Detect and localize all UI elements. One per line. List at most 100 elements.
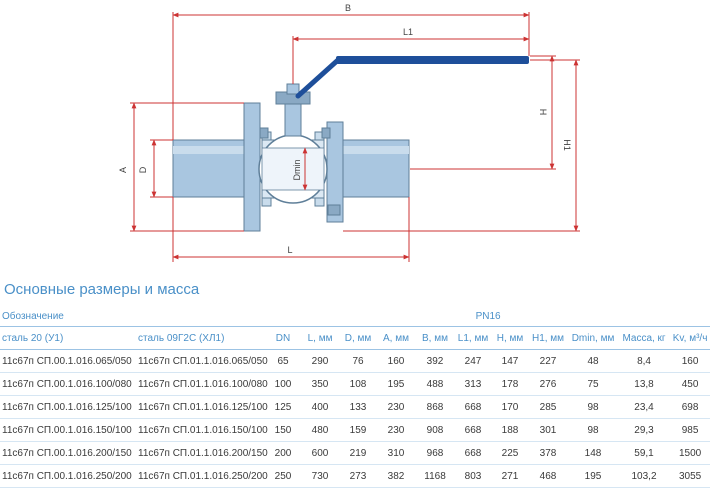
cell-d: 108 [340, 372, 377, 396]
cell-h1: 276 [528, 372, 569, 396]
bolt-top-left [259, 127, 269, 139]
cell-d: 159 [340, 418, 377, 442]
cell-h: 170 [492, 395, 529, 419]
cell-steel20: 11с67п СП.00.1.016.200/150 [0, 441, 136, 465]
cell-dmin: 98 [568, 395, 619, 419]
cell-kv: 698 [670, 395, 710, 419]
cell-mass: 103,2 [618, 464, 671, 488]
cell-a: 160 [376, 349, 417, 373]
label-B: B [345, 3, 351, 13]
cell-h1: 285 [528, 395, 569, 419]
label-D: D [138, 166, 148, 173]
cell-b: 968 [416, 441, 455, 465]
cell-h1: 468 [528, 464, 569, 488]
label-A: A [118, 167, 128, 173]
cell-mass: 13,8 [618, 372, 671, 396]
stem [284, 99, 302, 137]
cell-mass: 59,1 [618, 441, 671, 465]
cell-dmin: 48 [568, 349, 619, 373]
cell-h1: 301 [528, 418, 569, 442]
valve-body [172, 56, 529, 232]
cell-b: 392 [416, 349, 455, 373]
cell-dmin: 75 [568, 372, 619, 396]
cell-mass: 29,3 [618, 418, 671, 442]
cell-l1: 803 [454, 464, 493, 488]
header-row-top: Обозначение PN16 [0, 306, 710, 327]
handle-grip [336, 56, 529, 64]
cell-mass: 23,4 [618, 395, 671, 419]
cell-kv: 985 [670, 418, 710, 442]
cell-d: 76 [340, 349, 377, 373]
cell-d: 219 [340, 441, 377, 465]
cell-dn: 125 [266, 395, 301, 419]
cell-steel20: 11с67п СП.00.1.016.100/080 [0, 372, 136, 396]
left-pipe-highlight [173, 146, 253, 154]
cell-l: 350 [300, 372, 341, 396]
header-l1: L1, мм [454, 326, 493, 350]
header-pn: PN16 [266, 306, 710, 327]
cell-dmin: 195 [568, 464, 619, 488]
label-Dmin: Dmin [292, 159, 302, 180]
cell-dn: 150 [266, 418, 301, 442]
cell-l: 290 [300, 349, 341, 373]
valve-drawing: B L1 H H1 A D Dmin L [118, 3, 580, 262]
right-pipe-highlight [332, 146, 409, 154]
header-b: В, мм [416, 326, 455, 350]
cell-d: 133 [340, 395, 377, 419]
cell-l1: 247 [454, 349, 493, 373]
cell-kv: 1500 [670, 441, 710, 465]
header-dmin: Dmin, мм [568, 326, 619, 350]
cell-steel09g2s: 11с67п СП.01.1.016.125/100 [136, 395, 268, 419]
cell-steel09g2s: 11с67п СП.01.1.016.150/100 [136, 418, 268, 442]
cell-b: 488 [416, 372, 455, 396]
cell-l: 400 [300, 395, 341, 419]
cell-steel09g2s: 11с67п СП.01.1.016.100/080 [136, 372, 268, 396]
cell-h1: 227 [528, 349, 569, 373]
cell-steel09g2s: 11с67п СП.01.1.016.250/200 [136, 464, 268, 488]
cell-kv: 160 [670, 349, 710, 373]
cell-dn: 200 [266, 441, 301, 465]
cell-dn: 250 [266, 464, 301, 488]
cell-b: 908 [416, 418, 455, 442]
cell-a: 230 [376, 395, 417, 419]
cell-b: 1168 [416, 464, 455, 488]
handle-arm [295, 57, 341, 99]
left-flange [243, 102, 261, 232]
label-L1: L1 [403, 27, 413, 37]
cell-kv: 450 [670, 372, 710, 396]
cell-l: 600 [300, 441, 341, 465]
cell-a: 382 [376, 464, 417, 488]
cell-mass: 8,4 [618, 349, 671, 373]
bolt-top-right [321, 127, 331, 139]
header-l: L, мм [300, 326, 341, 350]
header-kv: Kv, м³/ч [670, 326, 710, 350]
spec-table: Обозначение PN16 сталь 20 (У1)сталь 09Г2… [0, 306, 710, 488]
cell-l: 730 [300, 464, 341, 488]
cell-h: 178 [492, 372, 529, 396]
cell-kv: 3055 [670, 464, 710, 488]
header-mass: Масса, кг [618, 326, 671, 350]
bolt-bottom-right [327, 204, 341, 216]
cell-dn: 100 [266, 372, 301, 396]
cell-a: 310 [376, 441, 417, 465]
ball-bore [261, 147, 325, 191]
header-dn: DN [266, 326, 301, 350]
label-H1: H1 [562, 139, 572, 151]
cell-steel20: 11с67п СП.00.1.016.125/100 [0, 395, 136, 419]
header-steel09g2s: сталь 09Г2С (ХЛ1) [136, 326, 267, 350]
cell-h: 225 [492, 441, 529, 465]
cell-steel20: 11с67п СП.00.1.016.065/050 [0, 349, 136, 373]
cell-b: 868 [416, 395, 455, 419]
header-h: H, мм [492, 326, 529, 350]
stem-top [286, 83, 300, 95]
header-a: А, мм [376, 326, 417, 350]
cell-dmin: 98 [568, 418, 619, 442]
cell-h: 188 [492, 418, 529, 442]
header-steel20: сталь 20 (У1) [0, 326, 136, 350]
